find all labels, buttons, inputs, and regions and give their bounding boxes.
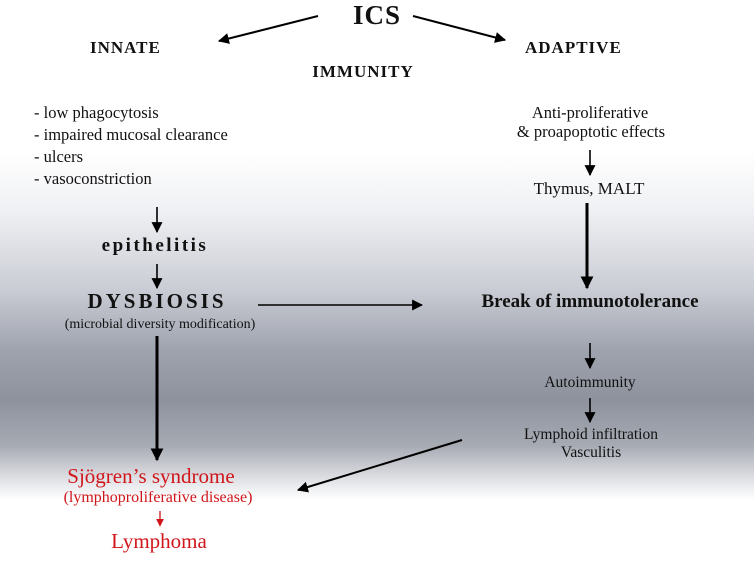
innate-effect-item: - low phagocytosis [34,103,159,122]
adaptive-effects-line1: Anti-proliferative [531,103,649,122]
adaptive-effects-line2: & proapoptotic effects [516,122,666,141]
diagram-title: ICS [352,0,402,30]
thymus-malt-node: Thymus, MALT [533,179,645,198]
autoimmunity-node: Autoimmunity [544,374,636,391]
adaptive-label: ADAPTIVE [525,38,622,57]
break-immunotolerance-node: Break of immunotolerance [481,291,699,312]
lymphoid-infiltration-line1: Lymphoid infiltration [524,426,658,443]
arrow-infiltration-to-sjogren [296,439,463,493]
innate-effect-item: - ulcers [34,147,84,166]
sjogren-syndrome-note: (lymphoproliferative disease) [63,489,253,506]
epithelitis-node: epithelitis [101,235,209,256]
lymphoid-infiltration-line2: Vasculitis [560,444,622,461]
arrow-ics-to-adaptive [412,15,507,43]
dysbiosis-note: (microbial diversity modification) [64,317,256,332]
innate-effect-item: - vasoconstriction [34,169,152,188]
immunity-label: IMMUNITY [312,62,414,81]
dysbiosis-node: DYSBIOSIS [87,289,227,313]
innate-effect-item: - impaired mucosal clearance [34,125,228,144]
innate-label: INNATE [90,38,161,57]
sjogren-syndrome-node: Sjögren’s syndrome [67,464,235,488]
arrow-ics-to-innate [217,15,319,44]
lymphoma-node: Lymphoma [111,529,207,553]
